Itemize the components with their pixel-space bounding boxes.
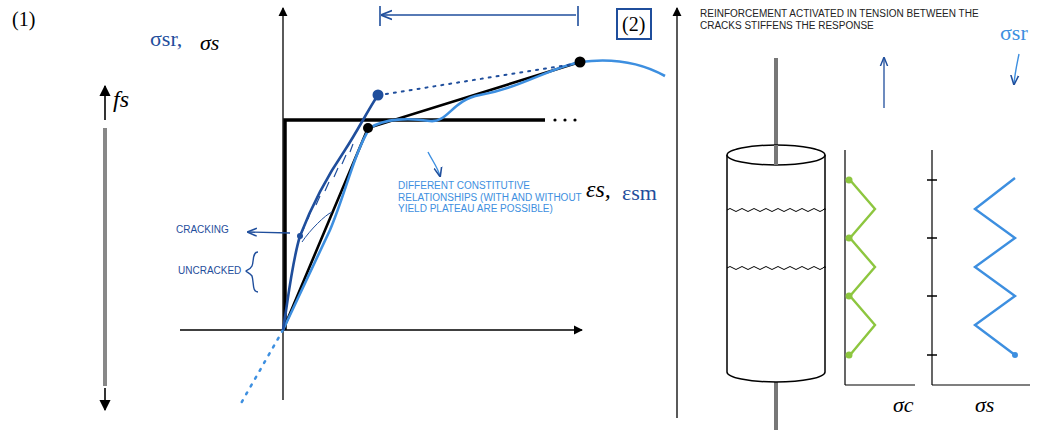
axis-label: σs xyxy=(975,392,994,417)
leader-line xyxy=(248,232,290,233)
ultimate-dot xyxy=(575,57,586,68)
leader-line xyxy=(428,152,440,176)
axis-label: σc xyxy=(893,392,914,417)
axis-label: σsr xyxy=(1000,20,1028,45)
annotation: REINFORCEMENT ACTIVATED IN TENSION BETWE… xyxy=(700,8,990,31)
tension-member xyxy=(727,58,825,430)
leader-line xyxy=(1014,54,1019,84)
bare-steel-curve xyxy=(283,61,665,330)
brace xyxy=(246,252,258,292)
axis-label: σsr, xyxy=(150,26,182,51)
axis-label: εsm xyxy=(622,180,657,205)
annotation: DIFFERENT CONSTITUTIVE RELATIONSHIPS (WI… xyxy=(398,180,588,215)
panel-number: (2) xyxy=(622,13,646,35)
panel-number: (1) xyxy=(12,8,35,31)
ductility-bracket xyxy=(380,6,578,26)
concrete-stress-plot xyxy=(845,150,915,385)
annotation: UNCRACKED xyxy=(178,265,241,277)
steel-stress-plot xyxy=(927,150,1030,385)
force-arrow xyxy=(105,86,106,410)
axis-label: σs xyxy=(200,30,219,55)
axis-label: εs, xyxy=(586,176,611,204)
yield-dot xyxy=(363,123,373,133)
axis xyxy=(676,8,677,418)
compression-branch xyxy=(240,330,283,405)
leader-line xyxy=(883,58,884,108)
axis-label: fs xyxy=(113,86,129,114)
annotation: CRACKING xyxy=(176,224,229,236)
panel-badge: (2) xyxy=(616,8,652,40)
